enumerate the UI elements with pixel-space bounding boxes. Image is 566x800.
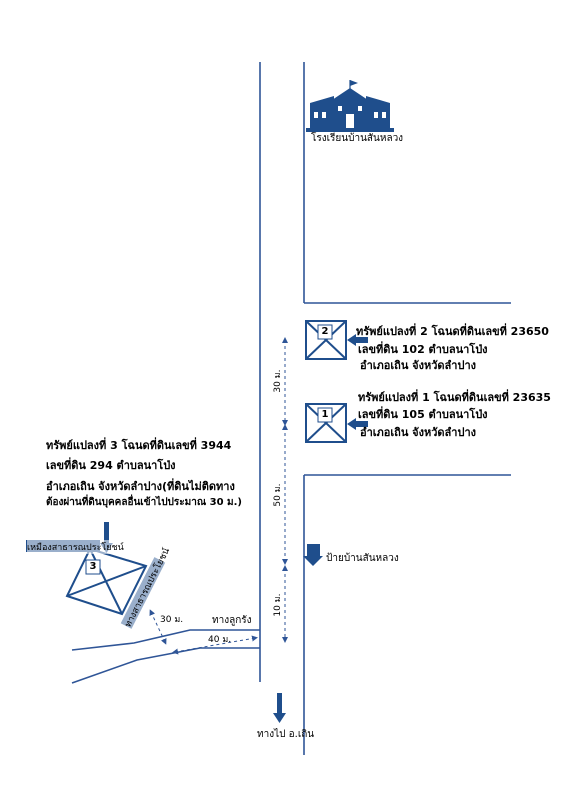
distance-10m: 10 ม.	[273, 593, 283, 617]
plot-2-deed: ทรัพย์แปลงที่ 2 โฉนดที่ดินเลขที่ 23650	[356, 325, 549, 338]
dimension-lines	[149, 337, 288, 655]
plot-1-parcel: เลขที่ดิน 105 ตำบลนาโป่ง	[358, 408, 488, 421]
arrow-left-icon	[347, 334, 368, 346]
sign-label: ป้ายบ้านสันหลวง	[326, 553, 399, 564]
to-town-label: ทางไป อ.เถิน	[257, 729, 315, 740]
plot-1-deed: ทรัพย์แปลงที่ 1 โฉนดที่ดินเลขที่ 23635	[358, 391, 551, 404]
plot-3-number: 3	[89, 561, 97, 572]
plot-2-number: 2	[321, 326, 329, 337]
distance-50m: 50 ม.	[273, 483, 283, 507]
plot-2-parcel: เลขที่ดิน 102 ตำบลนาโป่ง	[358, 343, 488, 356]
distance-30m-access: 30 ม.	[160, 615, 184, 625]
plot-3-parcel: เลขที่ดิน 294 ตำบลนาโป่ง	[46, 459, 176, 472]
distance-40m: 40 ม.	[208, 635, 232, 645]
plot-2-location: อำเภอเถิน จังหวัดลำปาง	[360, 359, 477, 372]
plot-3-deed: ทรัพย์แปลงที่ 3 โฉนดที่ดินเลขที่ 3944	[46, 439, 232, 452]
plot-1-location: อำเภอเถิน จังหวัดลำปาง	[360, 426, 477, 439]
arrow-down-icon	[273, 693, 286, 723]
plot-3-number-box	[85, 559, 101, 575]
side-road	[71, 629, 260, 684]
plot-2-number-box	[317, 324, 333, 340]
arrow-down-icon	[303, 544, 323, 566]
arrow-left-icon	[347, 418, 368, 430]
north-neighbor-label: เหมืองสาธารณประโยชน์	[27, 540, 124, 554]
main-road	[259, 62, 511, 755]
school-label: โรงเรียนบ้านสันหลวง	[311, 133, 404, 144]
school-icon	[306, 80, 394, 132]
plot-1-number-box	[317, 407, 333, 423]
distance-30m: 30 ม.	[273, 369, 283, 393]
plot-3-note: ต้องผ่านที่ดินบุคคลอื่นเข้าไปประมาณ 30 ม…	[46, 497, 242, 508]
plot-1-number: 1	[321, 409, 329, 420]
side-road-label: ทางลูกรัง	[212, 615, 252, 626]
plot-3-location: อำเภอเถิน จังหวัดลำปาง(ที่ดินไม่ติดทาง	[46, 480, 235, 493]
